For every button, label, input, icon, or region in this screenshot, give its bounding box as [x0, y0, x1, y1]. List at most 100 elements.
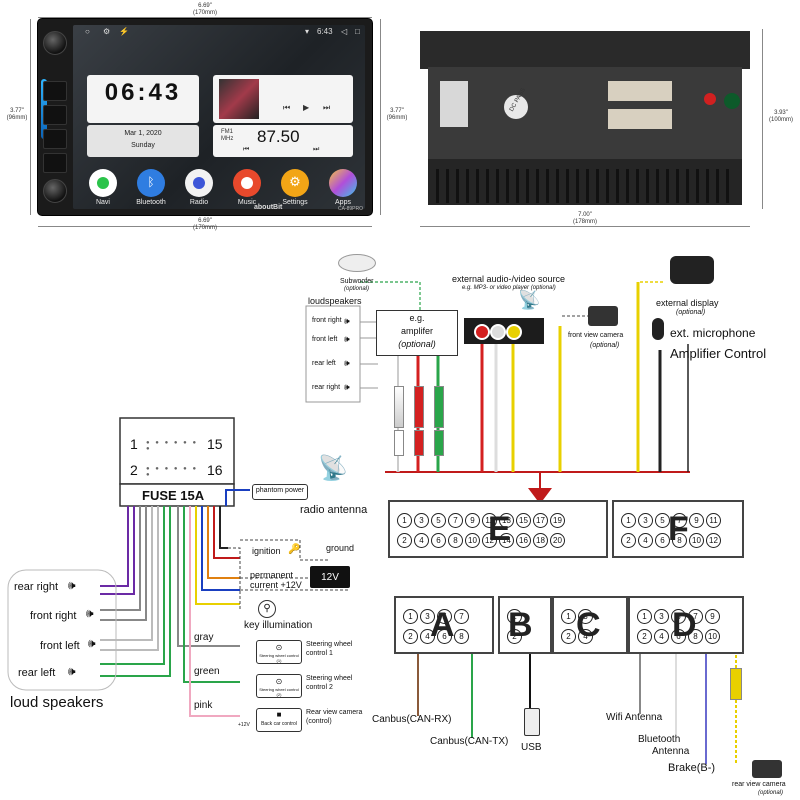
- back-width-dim-line: [420, 226, 750, 227]
- connector-D-letter: D: [672, 606, 697, 644]
- front-camera-icon: [588, 306, 618, 326]
- side-button-2[interactable]: [43, 105, 67, 125]
- pin-dots-bottom: ● ● ● ● ● ● ●: [146, 466, 199, 478]
- key-illumination-icon: ⚲: [258, 600, 276, 618]
- date-card: Mar 1, 2020 Sunday: [87, 125, 199, 157]
- connector-pin: 3: [654, 609, 669, 624]
- connector-pin: 9: [705, 609, 720, 624]
- sw1-label: Steering wheel: [306, 641, 353, 648]
- settings-icon[interactable]: ⚙: [103, 27, 111, 36]
- connector-pin: 4: [578, 629, 593, 644]
- connector-pin: 13: [499, 513, 514, 528]
- cam-icon-caption: Back car control: [261, 721, 297, 727]
- connector-B-top-row: 1: [506, 606, 523, 625]
- speaker-icon: 🕪: [68, 578, 76, 592]
- next-track-icon[interactable]: ⏭: [323, 103, 331, 112]
- amplifier-label: amplifer: [400, 326, 433, 336]
- steering-wheel-icon: ⊙: [275, 677, 283, 686]
- play-icon[interactable]: ▶: [303, 103, 310, 112]
- rca-plug-white: [394, 430, 404, 456]
- connector-pin: 12: [706, 533, 721, 548]
- phantom-power-label: phantom power: [255, 487, 305, 494]
- connector-pin: 1: [621, 513, 636, 528]
- connector-pin: 20: [550, 533, 565, 548]
- connector-pin: 2: [561, 629, 576, 644]
- clock-card[interactable]: 06:43: [87, 75, 199, 123]
- left-height-label: 3.77"(96mm): [6, 108, 28, 121]
- home-circle-icon[interactable]: ○: [85, 27, 90, 36]
- rear-camera-icon: [752, 760, 782, 778]
- right-height-label: 3.77"(96mm): [386, 108, 408, 121]
- app-label-navi: Navi: [95, 199, 110, 206]
- connector-pin: 10: [705, 629, 720, 644]
- ignition-label: ignition: [252, 546, 281, 556]
- rca-plug-white: [394, 386, 404, 428]
- rca-white-jack: [490, 324, 506, 340]
- speaker-icon: 🕪: [86, 606, 94, 620]
- usb-label: USB: [521, 742, 542, 753]
- prev-track-icon[interactable]: ⏮: [283, 103, 291, 112]
- rca-plug-yellow: [730, 668, 742, 700]
- external-display-label: external display: [656, 298, 719, 308]
- speaker-icon: 🕪: [344, 358, 350, 368]
- rca-red-jack: [474, 324, 490, 340]
- music-card[interactable]: ⏮ ▶ ⏭: [213, 75, 353, 123]
- tune-knob[interactable]: [43, 179, 67, 203]
- side-button-4[interactable]: [43, 153, 67, 173]
- connector-pin: 18: [533, 533, 548, 548]
- settings-app-icon[interactable]: ⚙: [281, 169, 309, 197]
- connector-pin: 15: [516, 513, 531, 528]
- screen: ○ ⚙ ⚡ ▾ 6:43 ◁ □ 06:43 Mar 1, 2020 Sunda…: [73, 25, 365, 209]
- radio-app-icon[interactable]: [185, 169, 213, 197]
- connector-pin: 5: [431, 513, 446, 528]
- phantom-power-box: phantom power: [252, 484, 308, 500]
- amplifier-box: e.g. amplifer (optional): [376, 310, 458, 356]
- clock-time: 06:43: [104, 79, 182, 106]
- connector-pin: 2: [621, 533, 636, 548]
- brake-label: Brake(B-): [668, 762, 716, 774]
- connector-pin: 4: [638, 533, 653, 548]
- side-button-3[interactable]: [43, 129, 67, 149]
- connector-pin: 7: [454, 609, 469, 624]
- amplifier-eg: e.g.: [409, 313, 425, 323]
- app-label-radio: Radio: [189, 199, 209, 206]
- connector-pin: 9: [465, 513, 480, 528]
- date-text: Mar 1, 2020: [124, 130, 162, 137]
- connector-pin: 16: [516, 533, 531, 548]
- camera-icon: ■: [276, 710, 282, 719]
- harness-speaker-front-left: front left: [40, 640, 80, 652]
- recent-icon[interactable]: □: [355, 27, 360, 36]
- radio-card[interactable]: FM1 MHz 87.50 ⏮ ⏭: [213, 125, 353, 157]
- side-button-1[interactable]: [43, 81, 67, 101]
- sw1b-label: control 1: [306, 650, 333, 657]
- connector-pin: 4: [414, 533, 429, 548]
- navi-app-icon[interactable]: [89, 169, 117, 197]
- amplifier-note: (optional): [398, 339, 436, 349]
- head-unit-back: [420, 31, 750, 205]
- loudspeakers-title: loudspeakers: [308, 296, 362, 306]
- bottom-width-label: 6.69"(170mm): [192, 218, 217, 231]
- canbus-tx-label: Canbus(CAN-TX): [430, 736, 509, 747]
- connector-pin: 14: [499, 533, 514, 548]
- front-camera-note: (optional): [590, 342, 620, 349]
- external-display-note: (optional): [676, 309, 706, 316]
- volume-knob[interactable]: [43, 31, 67, 55]
- apps-app-icon[interactable]: [329, 169, 357, 197]
- connector-pin: 6: [431, 533, 446, 548]
- back-icon[interactable]: ◁: [341, 27, 348, 36]
- subwoofer-icon: [338, 254, 376, 272]
- seek-back-icon[interactable]: ⏮: [243, 146, 250, 153]
- connector-pin: 8: [688, 629, 703, 644]
- bluetooth-app-icon[interactable]: ᛒ: [137, 169, 165, 197]
- connector-pin: 11: [706, 513, 721, 528]
- key-illumination-label: key illumination: [244, 620, 313, 631]
- connector-pin: 8: [448, 533, 463, 548]
- connector-pin: 3: [420, 609, 435, 624]
- seek-forward-icon[interactable]: ⏭: [313, 146, 320, 153]
- music-app-icon[interactable]: [233, 169, 261, 197]
- app-label-settings: Settings: [282, 199, 308, 206]
